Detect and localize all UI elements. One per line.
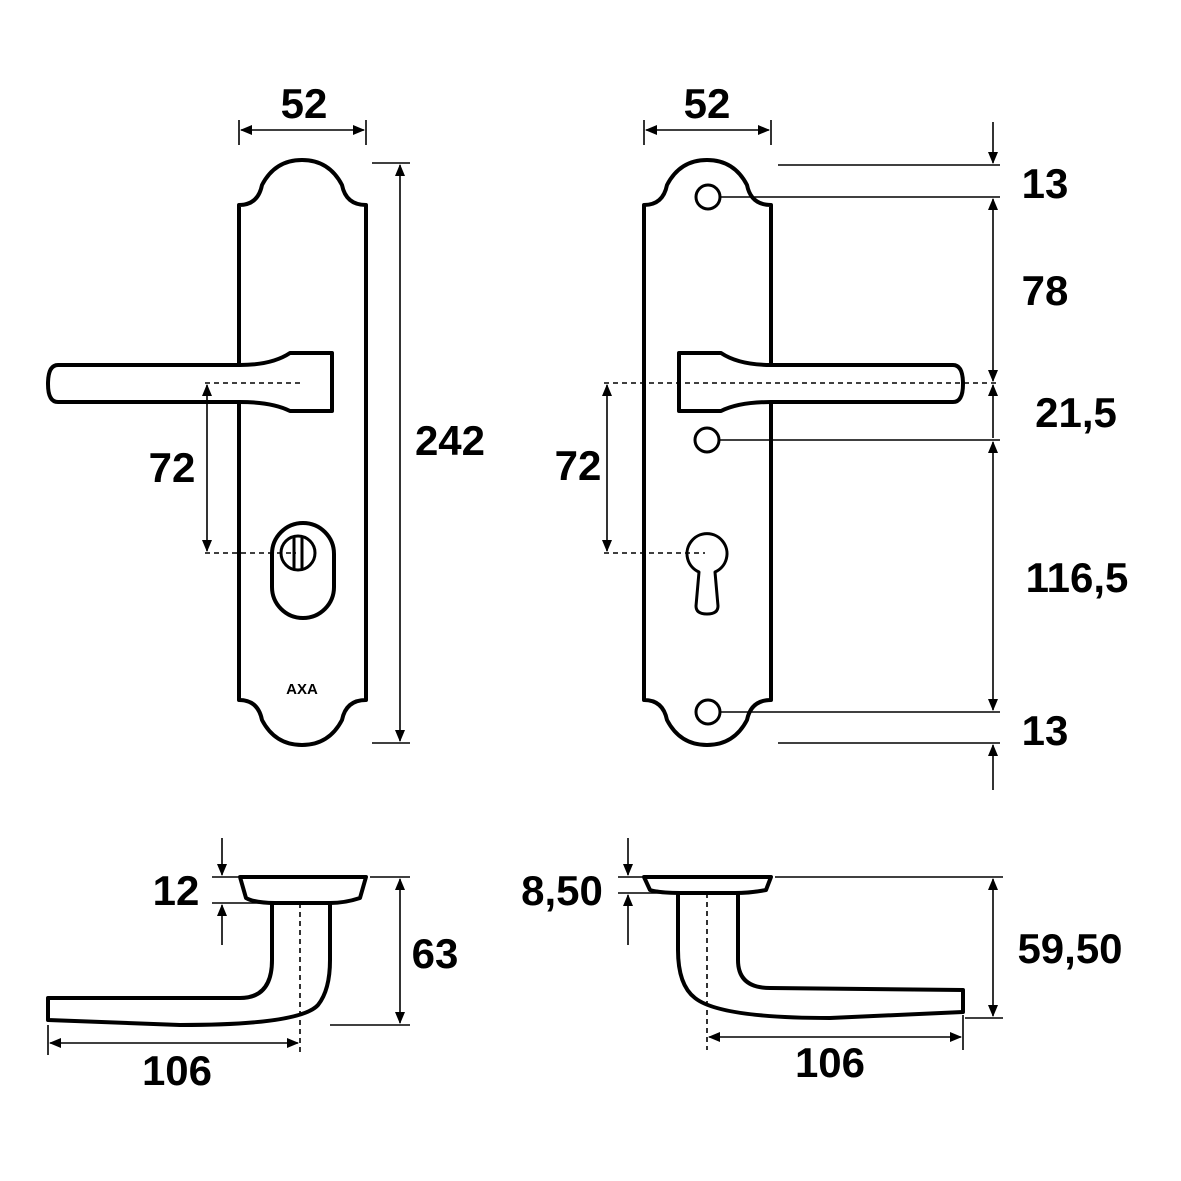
side-view-right: 8,50 59,50 106 — [521, 838, 1123, 1086]
backplate-outline — [237, 158, 368, 747]
width-label: 52 — [684, 80, 731, 127]
width-label: 52 — [281, 80, 328, 127]
hole-to-lever-label: 78 — [1022, 267, 1069, 314]
lever-length-label: 106 — [142, 1047, 212, 1094]
back-view: 52 72 13 78 21,5 116,5 13 — [555, 80, 1129, 790]
handle-profile — [676, 893, 965, 1020]
hole-spacing-label: 116,5 — [1026, 554, 1129, 601]
rose — [642, 875, 773, 895]
lever-handle — [677, 351, 965, 413]
lever-handle — [46, 351, 334, 413]
brand-logo: AXA — [286, 681, 318, 698]
side-view-left: 12 63 106 — [46, 838, 459, 1094]
backplate-outline — [642, 158, 773, 747]
lever-to-hole-label: 21,5 — [1035, 389, 1117, 436]
height-label: 242 — [415, 417, 485, 464]
bottom-hole-label: 13 — [1022, 707, 1069, 754]
screw-hole-bottom — [694, 698, 722, 726]
center-distance-label: 72 — [149, 444, 196, 491]
projection-label: 63 — [412, 930, 459, 977]
center-distance-label: 72 — [555, 442, 602, 489]
cylinder-escutcheon — [270, 521, 336, 620]
rose-thickness-label: 8,50 — [521, 867, 603, 914]
screw-hole-top — [694, 183, 722, 211]
projection-label: 59,50 — [1017, 925, 1122, 972]
euro-keyhole — [685, 532, 729, 616]
lever-length-label: 106 — [795, 1039, 865, 1086]
rose — [238, 875, 368, 905]
top-hole-label: 13 — [1022, 160, 1069, 207]
rose-thickness-label: 12 — [153, 867, 200, 914]
screw-hole-middle — [693, 426, 721, 454]
front-view: AXA 52 242 72 — [46, 80, 485, 747]
handle-profile — [46, 903, 332, 1027]
